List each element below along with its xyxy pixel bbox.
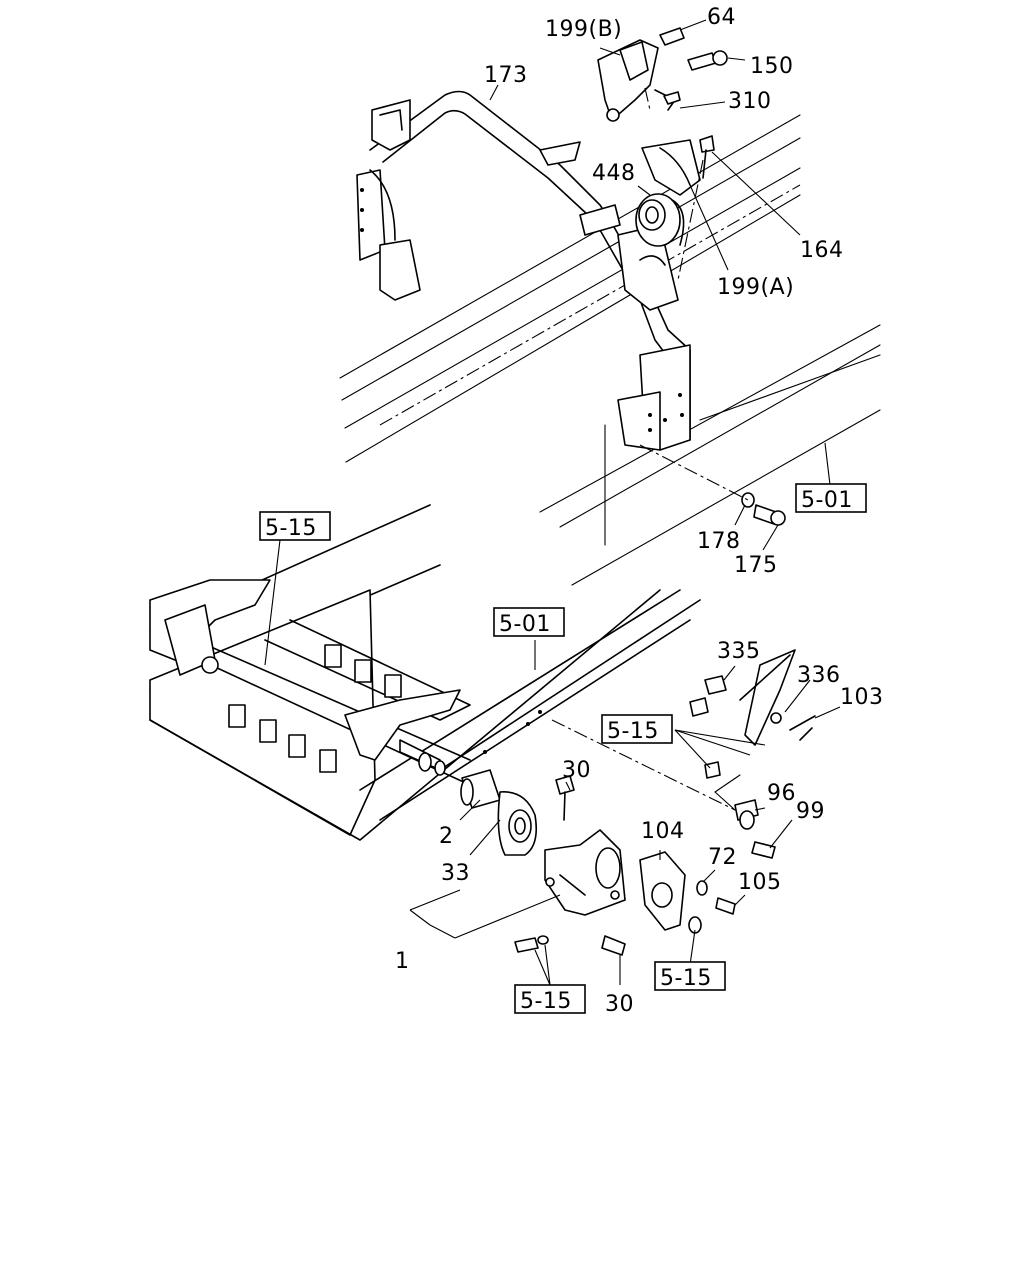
- label-164: 164: [800, 238, 844, 263]
- link-assembly: [689, 649, 816, 859]
- ref-5-15-bottom[interactable]: 5-15: [514, 984, 586, 1014]
- label-30-bottom: 30: [605, 992, 634, 1017]
- label-199a: 199(A): [717, 275, 794, 300]
- label-99: 99: [796, 799, 825, 824]
- label-33: 33: [441, 861, 470, 886]
- label-105: 105: [738, 870, 782, 895]
- leader-lines: [264, 19, 841, 986]
- ref-5-15-left[interactable]: 5-15: [259, 511, 331, 541]
- label-150: 150: [750, 54, 794, 79]
- label-178: 178: [697, 529, 741, 554]
- svg-text:5-01: 5-01: [499, 612, 551, 637]
- label-335: 335: [717, 639, 761, 664]
- svg-text:5-01: 5-01: [801, 488, 853, 513]
- svg-text:5-15: 5-15: [265, 516, 317, 541]
- label-64: 64: [707, 5, 736, 30]
- label-30-top: 30: [562, 758, 591, 783]
- label-104: 104: [641, 819, 685, 844]
- lower-mount-assembly: [460, 769, 626, 956]
- label-96: 96: [767, 781, 796, 806]
- ref-5-15-link[interactable]: 5-15: [601, 714, 673, 744]
- svg-text:5-15: 5-15: [520, 989, 572, 1014]
- label-448: 448: [592, 161, 636, 186]
- svg-text:5-15: 5-15: [607, 719, 659, 744]
- cross-references: 5-01 5-15 5-01 5-15 5-15 5-15: [259, 483, 867, 1014]
- bracket-199b-assembly: [597, 27, 728, 122]
- ref-5-01-lower[interactable]: 5-01: [493, 607, 565, 637]
- label-72: 72: [708, 845, 737, 870]
- mount-448-assembly: [635, 135, 715, 247]
- label-1: 1: [395, 949, 410, 974]
- part-labels: 199(B) 64 150 173 310 448 164 199(A) 178…: [395, 5, 884, 1017]
- label-175: 175: [734, 553, 778, 578]
- svg-text:5-15: 5-15: [660, 966, 712, 991]
- ref-5-15-bracket[interactable]: 5-15: [654, 961, 726, 991]
- bracket-104-assembly: [639, 851, 736, 934]
- frame-rails: [339, 114, 881, 586]
- label-336: 336: [797, 663, 841, 688]
- label-199b: 199(B): [545, 17, 622, 42]
- lower-frame: [149, 504, 701, 841]
- label-103: 103: [840, 685, 884, 710]
- ref-5-01-upper[interactable]: 5-01: [795, 483, 867, 513]
- label-2: 2: [439, 824, 454, 849]
- bolt-175-assembly: [741, 492, 786, 526]
- label-173: 173: [484, 63, 528, 88]
- label-310: 310: [728, 89, 772, 114]
- crossmember-173: [356, 90, 691, 451]
